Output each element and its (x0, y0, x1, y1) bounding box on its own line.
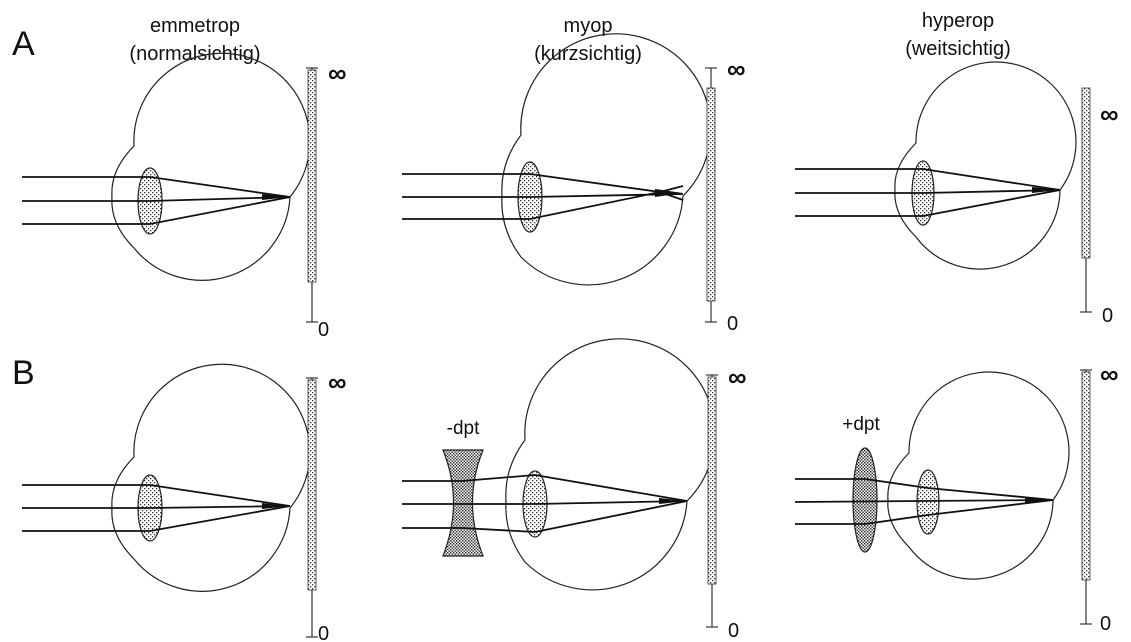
scale-zero: 0 (1100, 613, 1111, 635)
scale-infinity: ∞ (728, 362, 747, 392)
row-letter-b: B (12, 354, 35, 392)
eye-emmetrop-a (22, 52, 311, 281)
scale-zero: 0 (1102, 305, 1113, 327)
subheader-hyperop: (weitsichtig) (905, 38, 1011, 60)
eye-hyperop-a (795, 61, 1077, 270)
scale-infinity: ∞ (1100, 359, 1119, 389)
scale-zero: 0 (318, 319, 329, 341)
eye-lens (916, 469, 940, 535)
light-rays (795, 168, 1061, 217)
eye-myop-b (402, 338, 716, 591)
subheader-emmetrop: (normalsichtig) (129, 43, 260, 65)
distance-scale-b3: ∞ 0 (1080, 359, 1119, 635)
scale-infinity: ∞ (328, 58, 347, 88)
scale-infinity: ∞ (727, 54, 746, 84)
distance-scale-a3: ∞ 0 (1080, 87, 1119, 327)
concave-lens-label: -dpt (447, 418, 480, 439)
header-emmetrop: emmetrop (150, 15, 240, 37)
eye-emmetrop-b (22, 363, 311, 592)
scale-infinity: ∞ (328, 367, 347, 397)
eye-hyperop-b (794, 371, 1070, 580)
light-rays (794, 478, 1054, 525)
distance-scale-a2: ∞ 0 (705, 54, 746, 335)
distance-scale-a1: ∞ 0 (306, 58, 347, 341)
scale-zero: 0 (728, 620, 739, 642)
scale-zero: 0 (318, 623, 329, 642)
header-myop: myop (564, 15, 613, 37)
header-hyperop: hyperop (922, 10, 994, 32)
distance-scale-b2: ∞ 0 (706, 362, 747, 642)
convex-lens-label: +dpt (842, 414, 880, 435)
light-rays (402, 173, 684, 220)
subheader-myop: (kurzsichtig) (534, 43, 642, 65)
scale-zero: 0 (727, 313, 738, 335)
light-rays (402, 474, 688, 533)
distance-scale-b1: ∞ 0 (306, 367, 347, 642)
row-letter-a: A (12, 25, 35, 63)
concave-lens (442, 449, 484, 557)
light-rays (22, 484, 291, 532)
light-rays (22, 176, 291, 225)
scale-infinity: ∞ (1100, 99, 1119, 129)
eye-myop-a (402, 33, 712, 286)
convex-lens (852, 447, 878, 553)
